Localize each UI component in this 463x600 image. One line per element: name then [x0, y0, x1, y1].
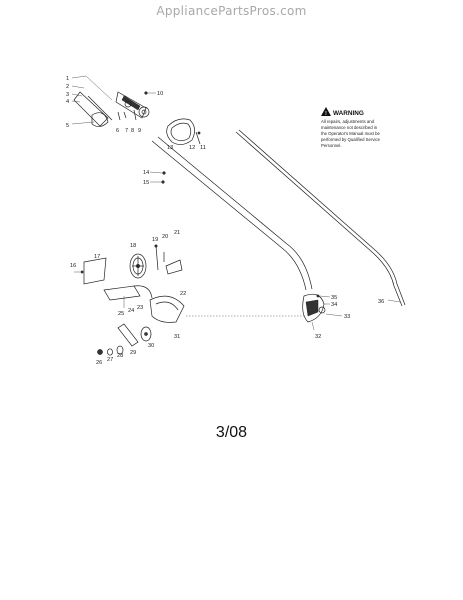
warning-title: WARNING	[333, 110, 364, 117]
warning-line: Personnel.	[321, 143, 342, 148]
callout-9: 9	[138, 128, 141, 134]
callout-3: 3	[66, 92, 69, 98]
wheel-and-guard-assembly	[74, 244, 304, 356]
callout-12: 12	[189, 145, 195, 151]
callout-1: 1	[66, 76, 69, 82]
callout-18: 18	[130, 243, 136, 249]
warning-line: maintenance not described in	[321, 125, 378, 130]
callout-26: 26	[96, 360, 102, 366]
callout-6: 6	[116, 128, 119, 134]
callout-8: 8	[131, 128, 134, 134]
drive-shaft-housing	[149, 136, 313, 291]
callout-22: 22	[180, 291, 186, 297]
callout-21: 21	[174, 230, 180, 236]
flex-drive-cable	[235, 129, 406, 307]
callout-28: 28	[117, 353, 123, 359]
callout-5: 5	[66, 123, 69, 129]
callout-16: 16	[70, 263, 76, 269]
callout-2: 2	[66, 84, 69, 90]
callout-labels: 1 2 3 4 5 6 7 8 9 10 11 12 13 14 15 16 1…	[66, 76, 384, 366]
callout-30: 30	[148, 343, 154, 349]
callout-29: 29	[130, 350, 136, 356]
callout-4: 4	[66, 99, 69, 105]
handle-assembly	[71, 75, 156, 127]
svg-text:!: !	[325, 111, 327, 117]
gearhead-assembly	[302, 293, 343, 331]
callout-11: 11	[200, 145, 206, 151]
callout-15: 15	[143, 180, 149, 186]
warning-notice: ! WARNING All repairs, adjustments and m…	[321, 107, 381, 148]
warning-line: All repairs, adjustments and	[321, 119, 375, 124]
site-watermark: AppliancePartsPros.com	[156, 4, 307, 18]
callout-33: 33	[344, 314, 350, 320]
callout-32: 32	[315, 334, 321, 340]
callout-19: 19	[152, 237, 158, 243]
callout-23: 23	[137, 305, 143, 311]
loop-handle	[166, 118, 201, 145]
warning-line: the Operator's Manual must be	[321, 131, 380, 136]
callout-27: 27	[107, 357, 113, 363]
warning-line: performed by Qualified Service	[321, 137, 381, 142]
callout-17: 17	[94, 254, 100, 260]
page-number: 3/08	[215, 424, 248, 441]
callout-25: 25	[118, 311, 124, 317]
callout-24: 24	[128, 308, 134, 314]
callout-20: 20	[162, 234, 168, 240]
callout-31: 31	[174, 334, 180, 340]
callout-14: 14	[143, 170, 149, 176]
callout-7: 7	[125, 128, 128, 134]
callout-34: 34	[331, 302, 337, 308]
callout-10: 10	[157, 91, 163, 97]
callout-35: 35	[331, 295, 337, 301]
callout-36: 36	[378, 299, 384, 305]
callout-13: 13	[167, 145, 173, 151]
